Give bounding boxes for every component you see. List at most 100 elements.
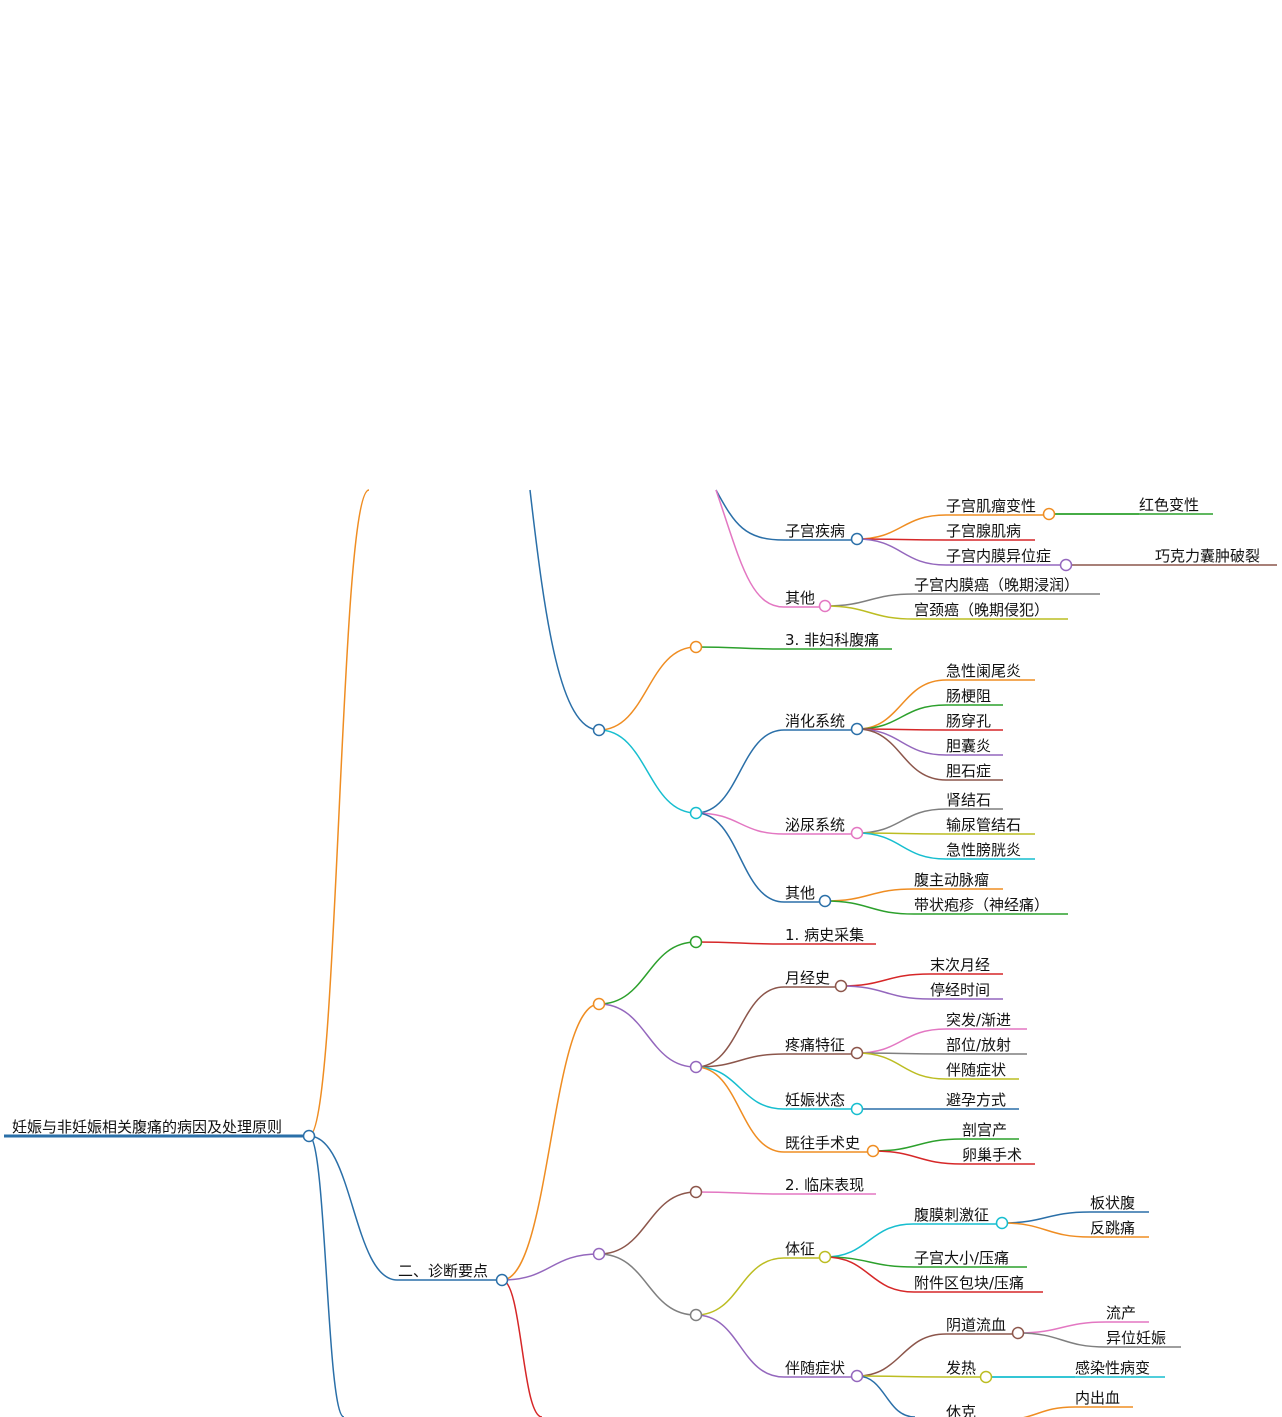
expand-node-toggle[interactable] <box>818 894 832 908</box>
endometrial-cancer-edge <box>824 593 915 607</box>
aortic-aneurysm: 腹主动脉瘤 <box>914 871 989 889</box>
appendicitis-edge <box>856 679 947 730</box>
adnexal-mass-edge <box>824 1256 915 1293</box>
uterine-disease-node: 子宫疾病 <box>785 522 845 540</box>
edge-pregnancy <box>695 1066 785 1110</box>
nongyn-other-node: 其他 <box>785 884 815 902</box>
edge-shock <box>856 1375 916 1417</box>
fibroid-degeneration: 子宫肌瘤变性 <box>946 497 1036 515</box>
edge-history-label <box>695 941 785 945</box>
expand-node-toggle[interactable] <box>689 1185 703 1199</box>
root-toggle[interactable] <box>302 1129 316 1143</box>
ovarian-surgery-edge <box>872 1150 963 1165</box>
appendicitis: 急性阑尾炎 <box>946 662 1021 680</box>
expand-node-toggle[interactable] <box>592 723 606 737</box>
expand-node-toggle[interactable] <box>689 640 703 654</box>
edge-gyn-other <box>715 489 785 608</box>
expand-node-toggle[interactable] <box>818 599 832 613</box>
amenorrhea-duration-edge <box>840 985 931 1000</box>
expand-node-toggle[interactable] <box>866 1144 880 1158</box>
expand-node-toggle[interactable] <box>995 1216 1009 1230</box>
ectopic-pregnancy-edge <box>1017 1332 1107 1348</box>
menstrual-history-node: 月经史 <box>785 969 830 987</box>
expand-node-toggle[interactable] <box>689 935 703 949</box>
urinary-system-node: 泌尿系统 <box>785 816 845 834</box>
edge-diagnosis-lower <box>501 1279 543 1417</box>
edge-digestive <box>695 729 785 814</box>
branch-edge-upper <box>308 489 370 1137</box>
cholecystitis-edge <box>856 728 947 756</box>
expand-node-toggle[interactable] <box>818 1250 832 1264</box>
edge-bleeding <box>856 1333 947 1377</box>
expand-node-toggle[interactable] <box>689 806 703 820</box>
expand-node-toggle[interactable] <box>689 1308 703 1322</box>
fibroid-degeneration-edge <box>856 514 947 540</box>
expand-node-toggle[interactable] <box>850 532 864 546</box>
history-taking-node: 1. 病史采集 <box>785 926 864 944</box>
cholelithiasis: 胆石症 <box>946 762 991 780</box>
edge-history <box>598 941 697 1005</box>
expand-node-toggle[interactable] <box>1042 507 1056 521</box>
edge-signs <box>695 1257 785 1316</box>
acute-cystitis-edge <box>856 832 947 860</box>
edge-uterine-disease <box>715 489 785 541</box>
onset: 突发/渐进 <box>946 1011 1011 1029</box>
board-like-abdomen-edge <box>1001 1211 1091 1224</box>
pregnancy-status-node: 妊娠状态 <box>785 1091 845 1109</box>
endometrial-cancer: 子宫内膜癌（晚期浸润） <box>914 576 1079 594</box>
edge-non-gyn <box>695 646 785 650</box>
edge-peritoneal <box>824 1223 914 1258</box>
ovarian-surgery: 卵巢手术 <box>962 1146 1022 1164</box>
edge-systems-hub <box>598 729 697 814</box>
edge-non-gyn-hub <box>598 646 697 731</box>
expand-node-toggle[interactable] <box>1059 558 1073 572</box>
expand-node-toggle[interactable] <box>850 722 864 736</box>
cholelithiasis-edge <box>856 728 947 781</box>
expand-node-toggle[interactable] <box>979 1370 993 1384</box>
edge-surgery <box>695 1066 785 1153</box>
kidney-stone-edge <box>856 808 947 834</box>
expand-node-toggle[interactable] <box>850 826 864 840</box>
uterine-size: 子宫大小/压痛 <box>914 1249 1009 1267</box>
endometriosis: 子宫内膜异位症 <box>946 547 1051 565</box>
expand-node-toggle[interactable] <box>850 1369 864 1383</box>
cervical-cancer-edge <box>824 605 915 620</box>
expand-node-toggle[interactable] <box>689 1060 703 1074</box>
herpes-zoster: 带状疱疹（神经痛） <box>914 896 1049 914</box>
endometriosis-edge <box>856 538 947 566</box>
physical-signs-node: 体征 <box>785 1240 815 1258</box>
vaginal-bleeding-node: 阴道流血 <box>946 1316 1006 1334</box>
infectious-lesion: 感染性病变 <box>1075 1359 1150 1377</box>
expand-node-toggle[interactable] <box>592 997 606 1011</box>
branch-edge-section1 <box>529 489 600 731</box>
edge-history-hub <box>501 1003 600 1281</box>
cervical-cancer: 宫颈癌（晚期侵犯） <box>914 601 1049 619</box>
diagnosis-node: 二、诊断要点 <box>398 1262 488 1280</box>
expand-node-toggle[interactable] <box>850 1046 864 1060</box>
non-gyn-pain-node: 3. 非妇科腹痛 <box>785 631 879 649</box>
accompanying-symptoms-node: 伴随症状 <box>785 1359 845 1377</box>
edge-menstrual <box>695 986 785 1068</box>
edge-internal-bleeding <box>1022 1406 1076 1417</box>
amenorrhea-duration: 停经时间 <box>930 981 990 999</box>
expand-node-toggle[interactable] <box>1011 1326 1025 1340</box>
edge-fever <box>856 1375 947 1378</box>
digestive-system-node: 消化系统 <box>785 712 845 730</box>
expand-node-toggle[interactable] <box>850 1102 864 1116</box>
expand-node-toggle[interactable] <box>495 1273 509 1287</box>
red-degeneration: 红色变性 <box>1139 496 1199 514</box>
expand-node-toggle[interactable] <box>592 1247 606 1261</box>
last-menstrual-period: 末次月经 <box>930 956 990 974</box>
edge-nongyn-other <box>695 812 785 903</box>
root-topic: 妊娠与非妊娠相关腹痛的病因及处理原则 <box>12 1118 282 1136</box>
expand-node-toggle[interactable] <box>834 979 848 993</box>
shock-node: 休克 <box>946 1403 976 1417</box>
ectopic-pregnancy: 异位妊娠 <box>1106 1329 1166 1347</box>
associated-symptoms: 伴随症状 <box>946 1061 1006 1079</box>
associated-symptoms-edge <box>856 1052 947 1080</box>
adenomyosis: 子宫腺肌病 <box>946 522 1021 540</box>
fever-node: 发热 <box>946 1359 976 1377</box>
bowel-perforation: 肠穿孔 <box>946 712 991 730</box>
peritoneal-irritation-node: 腹膜刺激征 <box>914 1206 989 1224</box>
